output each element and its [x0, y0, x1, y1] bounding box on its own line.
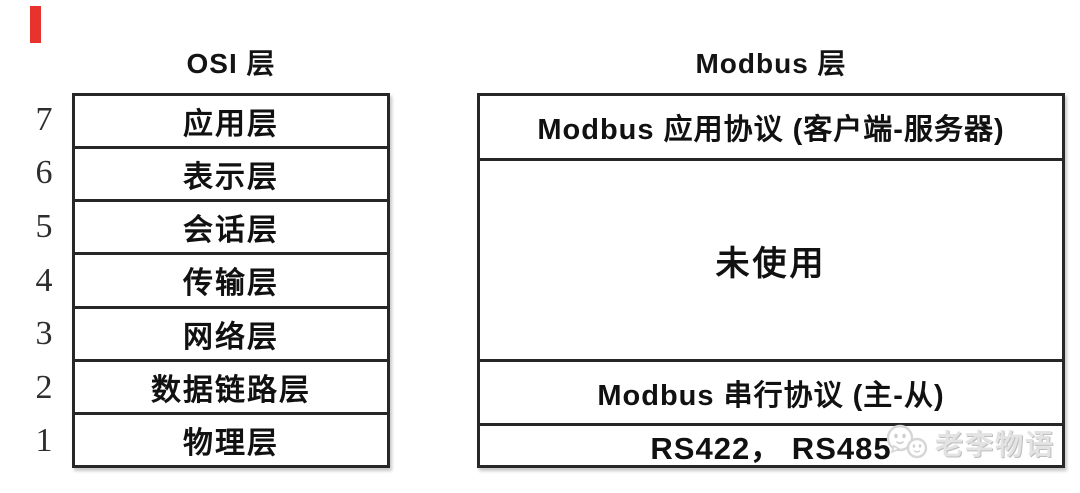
osi-layer-number: 1	[35, 422, 53, 460]
modbus-application-row: Modbus 应用协议 (客户端-服务器)	[537, 114, 1005, 146]
osi-layer-row-network: 网络层	[75, 305, 387, 359]
osi-column-title: OSI 层	[186, 48, 276, 79]
osi-layer-numbers: 7 6 5 4 3 2 1	[22, 93, 66, 468]
modbus-unused-row: 未使用	[480, 158, 1062, 359]
red-accent-bar	[30, 6, 41, 43]
osi-layer-row-session: 会话层	[75, 199, 387, 252]
osi-layer-row-datalink: 数据链路层	[75, 358, 387, 412]
osi-layer-row-physical: 物理层	[75, 411, 387, 465]
modbus-stack-table: Modbus 应用协议 (客户端-服务器) 未使用 Modbus 串行协议 (主…	[477, 93, 1065, 468]
osi-layer-number: 6	[35, 154, 53, 192]
modbus-serial-row: Modbus 串行协议 (主-从)	[480, 359, 1062, 423]
osi-stack-table: 应用层 表示层 会话层 传输层 网络层 数据链路层 物理层	[72, 93, 390, 468]
osi-layer-number: 2	[35, 368, 53, 406]
osi-layer-number: 7	[35, 100, 53, 138]
modbus-physical-row: RS422， RS485	[480, 423, 1062, 466]
osi-layer-row-presentation: 表示层	[75, 146, 387, 199]
osi-layer-row-transport: 传输层	[75, 252, 387, 305]
osi-layer-number: 5	[35, 207, 53, 245]
osi-layer-number: 4	[35, 261, 53, 299]
modbus-column-title: Modbus 层	[695, 48, 847, 79]
osi-layer-row-application: 应用层	[183, 108, 279, 142]
osi-layer-number: 3	[35, 315, 53, 353]
